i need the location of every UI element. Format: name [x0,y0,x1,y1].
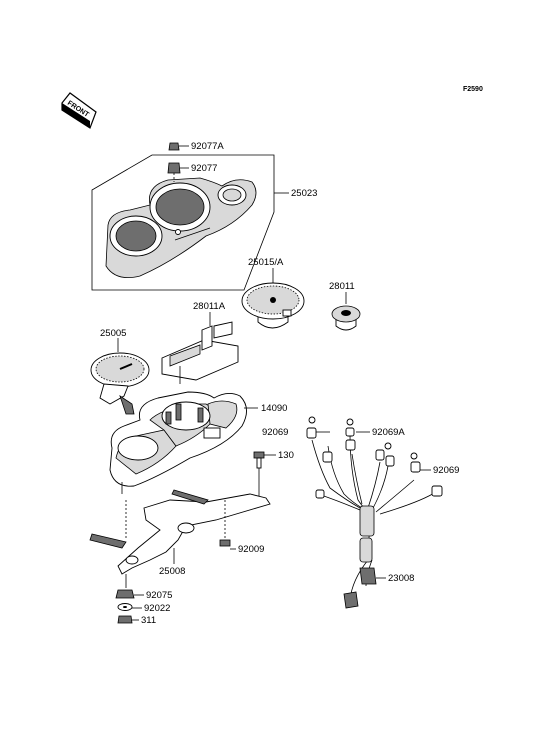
wiring-harness-23008 [306,416,443,609]
tachometer-25005 [90,338,150,415]
bracket-25008 [89,489,271,588]
gauge-28011 [331,292,361,331]
label-92069A: 92069A [372,427,405,438]
nut-311 [117,615,139,624]
speedometer-25015 [241,268,305,329]
meter-case-14090 [109,391,258,494]
label-14090: 14090 [261,403,287,414]
front-direction-badge: FRONT [61,92,97,129]
label-28011: 28011 [329,281,355,292]
label-25005: 25005 [100,328,126,339]
label-23008: 23008 [388,573,414,584]
screw-130 [253,451,276,496]
label-92069-right: 92069 [433,465,459,476]
figure-code: F2590 [463,86,483,93]
label-92077A: 92077A [191,141,224,152]
label-92069-left: 92069 [262,427,288,438]
washer-92022 [117,603,142,611]
label-25015A: 25015/A [248,257,284,268]
screw-92009 [219,500,236,550]
label-28011A: 28011A [193,301,226,312]
grommet-92075 [115,589,144,599]
label-311: 311 [141,615,156,626]
label-92075: 92075 [146,590,172,601]
label-92077: 92077 [191,163,217,174]
nut-92077 [167,162,189,182]
bracket-28011A [161,312,239,384]
label-25023: 25023 [291,188,317,199]
label-130: 130 [278,450,294,461]
label-92022: 92022 [144,603,170,614]
nut-92077A [168,142,189,151]
meter-cover-group [91,142,289,291]
label-25008: 25008 [159,566,185,577]
label-92009: 92009 [238,544,264,555]
